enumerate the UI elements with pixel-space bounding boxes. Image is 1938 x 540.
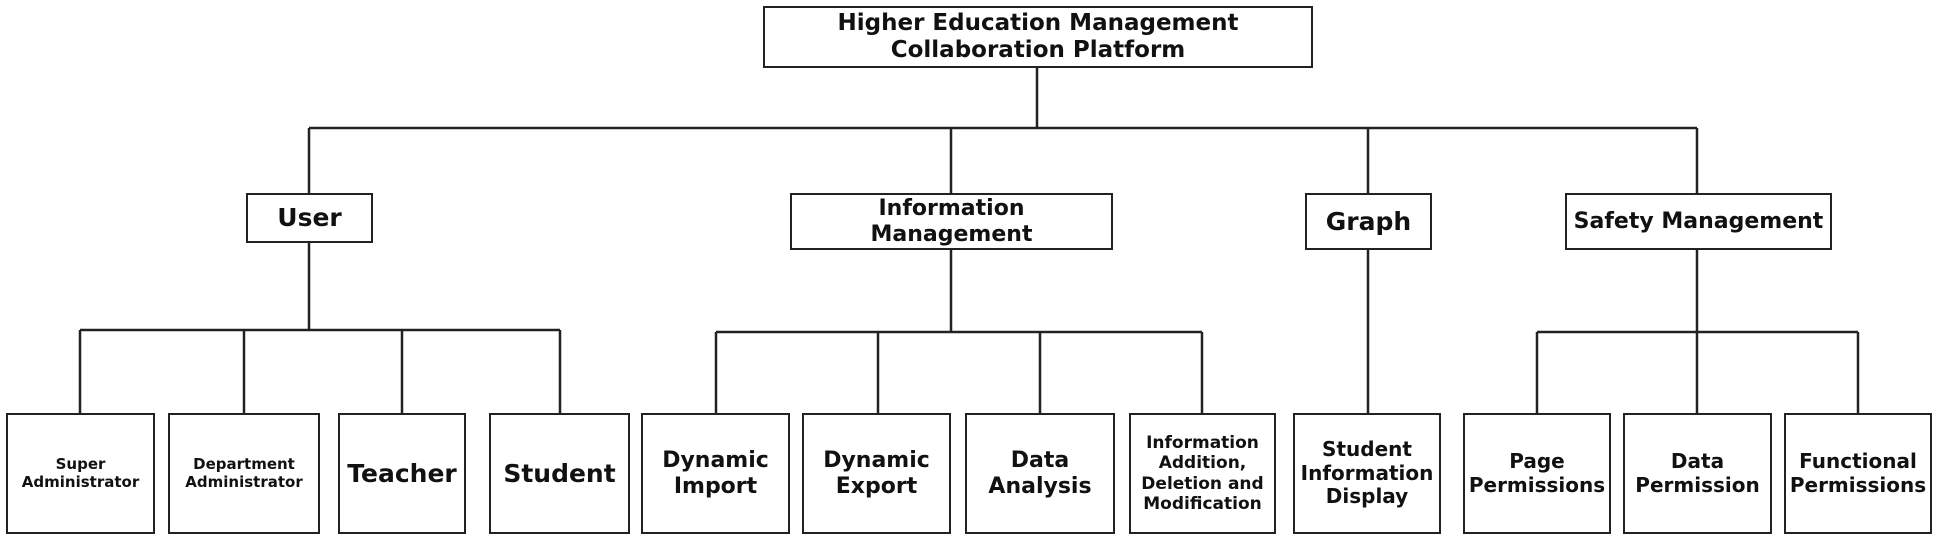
leaf-super-administrator: Super Administrator (6, 413, 155, 534)
category-safety-management: Safety Management (1565, 193, 1832, 250)
leaf-data-analysis: Data Analysis (965, 413, 1115, 534)
leaf-data-permission: Data Permission (1623, 413, 1772, 534)
leaf-information-addition-deletion-modification: Information Addition, Deletion and Modif… (1129, 413, 1276, 534)
leaf-department-administrator: Department Administrator (168, 413, 320, 534)
leaf-functional-permissions: Functional Permissions (1784, 413, 1932, 534)
leaf-page-permissions: Page Permissions (1463, 413, 1611, 534)
category-user: User (246, 193, 373, 243)
leaf-student-information-display: Student Information Display (1293, 413, 1441, 534)
leaf-dynamic-export: Dynamic Export (802, 413, 951, 534)
leaf-student: Student (489, 413, 630, 534)
leaf-teacher: Teacher (338, 413, 466, 534)
category-information-management: Information Management (790, 193, 1113, 250)
leaf-dynamic-import: Dynamic Import (641, 413, 790, 534)
root-node: Higher Education Management Collaboratio… (763, 6, 1313, 68)
category-graph: Graph (1305, 193, 1432, 250)
